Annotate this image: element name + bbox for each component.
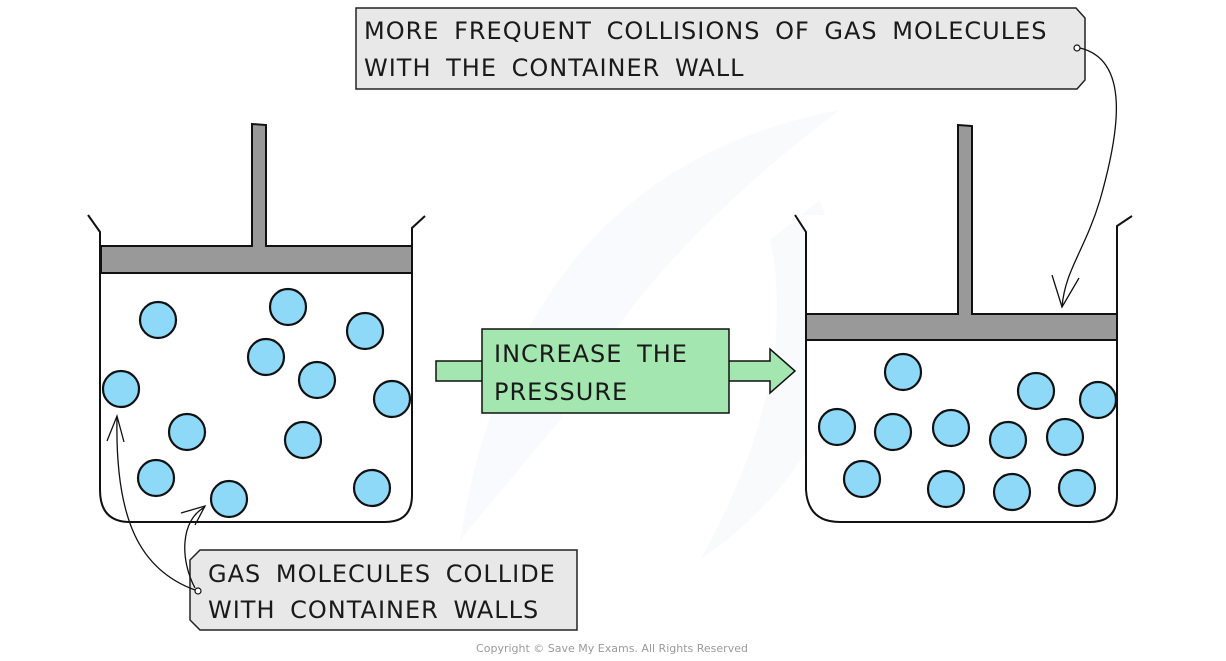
gas-molecule xyxy=(352,468,392,508)
callout-bottom-line2: WITH CONTAINER WALLS xyxy=(208,596,539,624)
gas-molecule xyxy=(268,287,308,327)
callout-top-line1: MORE FREQUENT COLLISIONS OF GAS MOLECULE… xyxy=(364,17,1048,45)
callout-top-anchor xyxy=(1073,44,1081,52)
callout-bottom-anchor xyxy=(194,587,202,595)
callout-bottom-arrowhead-2 xyxy=(180,504,207,526)
gas-molecule xyxy=(167,412,207,452)
arrow-box xyxy=(481,328,730,414)
callout-bottom-arrowhead-1 xyxy=(106,413,125,443)
gas-molecule xyxy=(988,420,1028,460)
callout-top: MORE FREQUENT COLLISIONS OF GAS MOLECULE… xyxy=(355,7,1117,309)
arrow-head xyxy=(727,347,797,395)
gas-molecule xyxy=(842,459,882,499)
gas-molecule xyxy=(1045,417,1085,457)
piston-after xyxy=(805,123,1118,341)
gas-molecule xyxy=(883,352,923,392)
gas-molecule xyxy=(926,469,966,509)
gas-molecule xyxy=(1078,380,1118,420)
arrow-label-line1: INCREASE THE xyxy=(494,340,688,368)
arrow-label-line2: PRESSURE xyxy=(494,378,628,406)
gas-molecule xyxy=(992,472,1032,512)
callout-bottom-pointer-1 xyxy=(116,417,196,591)
container-after xyxy=(794,123,1133,523)
piston-before xyxy=(100,122,413,274)
copyright-notice: Copyright © Save My Exams. All Rights Re… xyxy=(476,642,748,655)
callout-top-pointer xyxy=(1061,47,1117,308)
gas-molecule xyxy=(372,379,412,419)
gas-molecule xyxy=(931,408,971,448)
callout-bottom-line1: GAS MOLECULES COLLIDE xyxy=(208,560,556,588)
gas-molecule xyxy=(138,300,178,340)
gas-molecule xyxy=(246,337,286,377)
gas-molecule xyxy=(873,412,913,452)
gas-molecule xyxy=(297,360,337,400)
gas-molecule xyxy=(136,458,176,498)
gas-molecule xyxy=(1016,371,1056,411)
process-arrow: INCREASE THE PRESSURE xyxy=(435,328,797,414)
gas-molecule xyxy=(817,407,857,447)
gas-molecule xyxy=(1057,468,1097,508)
gas-molecule xyxy=(209,479,249,519)
arrow-tail xyxy=(435,360,487,382)
callout-top-arrowhead xyxy=(1051,274,1080,309)
callout-top-line2: WITH THE CONTAINER WALL xyxy=(364,54,745,82)
container-before xyxy=(87,122,426,523)
gas-molecule xyxy=(101,369,141,409)
callout-bottom-pointer-2 xyxy=(184,506,206,589)
gas-molecule xyxy=(345,311,385,351)
callout-bottom: GAS MOLECULES COLLIDE WITH CONTAINER WAL… xyxy=(106,413,578,631)
molecules-before xyxy=(101,287,412,519)
molecules-after xyxy=(817,352,1118,512)
gas-molecule xyxy=(283,420,323,460)
